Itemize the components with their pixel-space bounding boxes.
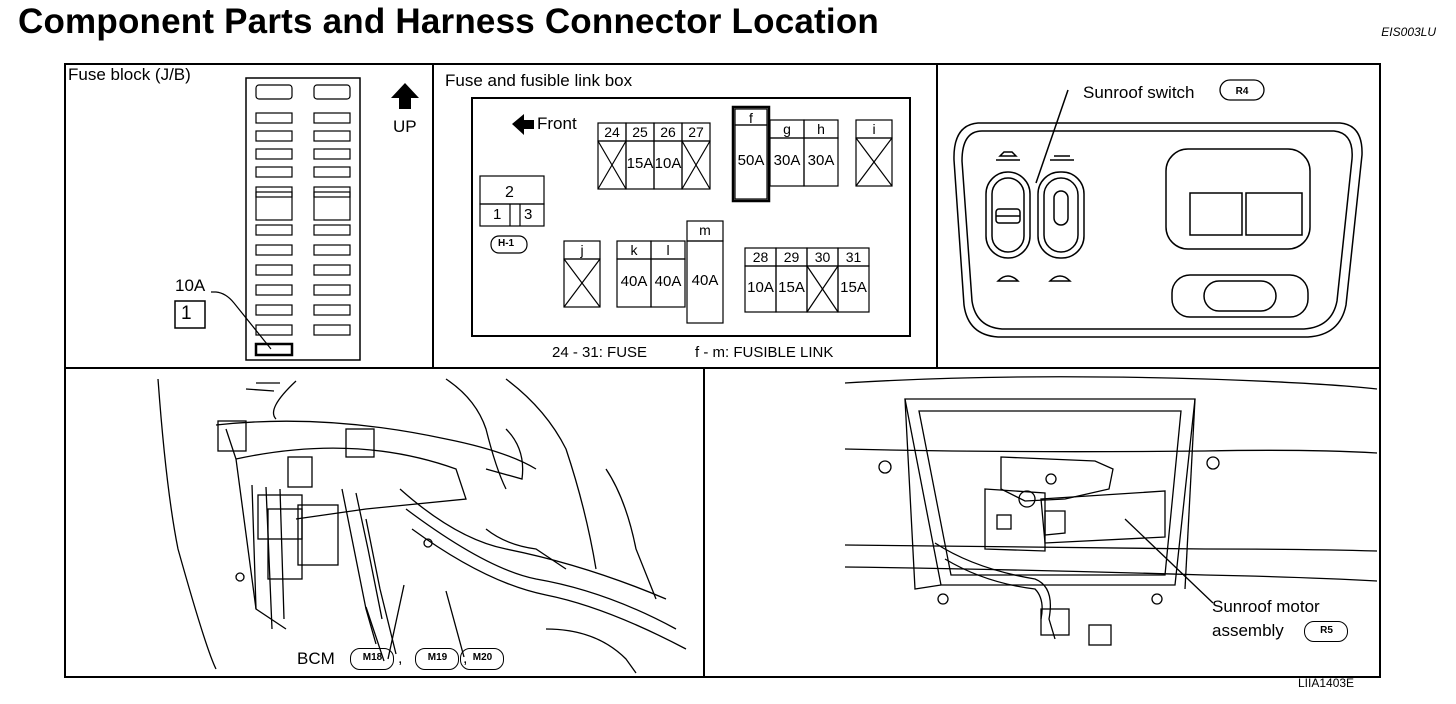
fuse-box-label: Fuse and fusible link box: [445, 71, 633, 90]
bcm-label: BCM: [297, 649, 335, 668]
fuse-27-number: 27: [688, 124, 704, 140]
fuse-25-number: 25: [632, 124, 648, 140]
link-m-number: m: [699, 222, 711, 238]
link-i-number: i: [872, 121, 876, 137]
fuse-26-number: 26: [660, 124, 676, 140]
front-label: Front: [537, 114, 577, 133]
link-k-number: k: [630, 242, 638, 258]
fuse-legend: 24 - 31: FUSE: [552, 344, 648, 361]
fuse-1-slot: [254, 342, 294, 357]
bcm-connector-m18: [350, 648, 394, 670]
relay-number: 2: [505, 184, 514, 201]
bcm-connector-separator: ,: [398, 650, 403, 667]
sunroof-switch-label: Sunroof switch: [1083, 83, 1195, 102]
document-code: EIS003LU: [1381, 25, 1436, 39]
fuse-block-label: Fuse block (J/B): [68, 65, 191, 84]
fuse-31-amp: 15A: [840, 279, 867, 296]
relay-pin-1: 1: [493, 206, 502, 223]
up-label: UP: [393, 117, 417, 136]
fuse-number-label: 1: [181, 303, 192, 324]
link-m-amp: 40A: [691, 272, 719, 289]
link-f-amp: 50A: [737, 152, 765, 169]
bcm-connector-m20: [460, 648, 504, 670]
figure-code: LIIA1403E: [1298, 676, 1355, 690]
link-l-amp: 40A: [654, 273, 682, 290]
fuse-25-amp: 15A: [626, 155, 654, 172]
fuse-29-amp: 15A: [778, 279, 805, 296]
motor-connector: [1304, 621, 1348, 642]
bcm-connector-label: M20: [472, 652, 493, 663]
link-l-number: l: [666, 242, 670, 258]
motor-connector-label: R5: [1320, 625, 1333, 636]
link-k-amp: 40A: [620, 273, 648, 290]
link-f-number: f: [749, 110, 753, 126]
page-title: Component Parts and Harness Connector Lo…: [18, 2, 879, 41]
fuse-28-number: 28: [752, 249, 769, 265]
fusible-link-legend: f - m: FUSIBLE LINK: [695, 344, 834, 361]
bcm-connector-separator: ,: [463, 650, 468, 667]
bcm-connector-m19: [415, 648, 459, 670]
bcm-drawing: [157, 378, 687, 674]
fuse-31-number: 31: [845, 249, 862, 265]
relay-pin-3: 3: [524, 206, 533, 223]
sunroof-switch-connector: R4: [1235, 86, 1249, 97]
panel-sunroof-motor: [703, 367, 1381, 678]
front-arrow-icon: [512, 114, 534, 135]
bcm-connector-label: M19: [427, 652, 448, 663]
sunroof-motor-drawing: [844, 376, 1378, 646]
motor-label-line1: Sunroof motor: [1212, 597, 1320, 616]
sunroof-switch-drawing: [953, 79, 1363, 338]
motor-label-line2: assembly: [1212, 621, 1284, 640]
link-g-amp: 30A: [773, 152, 801, 169]
fuse-28-amp: 10A: [747, 279, 774, 296]
fuse-box-diagram: [471, 97, 911, 337]
fuse-amp-label: 10A: [175, 276, 206, 295]
link-j-number: j: [580, 242, 584, 258]
link-h-amp: 30A: [807, 152, 835, 169]
relay-connector-label: H-1: [498, 238, 515, 249]
fuse-30-number: 30: [814, 249, 831, 265]
fuse-block-diagram: [174, 77, 419, 361]
link-h-number: h: [817, 121, 825, 137]
fuse-26-amp: 10A: [654, 155, 682, 172]
fuse-29-number: 29: [783, 249, 800, 265]
link-g-number: g: [783, 121, 791, 137]
bcm-connector-label: M18: [362, 652, 383, 663]
up-arrow-icon: [391, 83, 419, 109]
fuse-24-number: 24: [604, 124, 620, 140]
